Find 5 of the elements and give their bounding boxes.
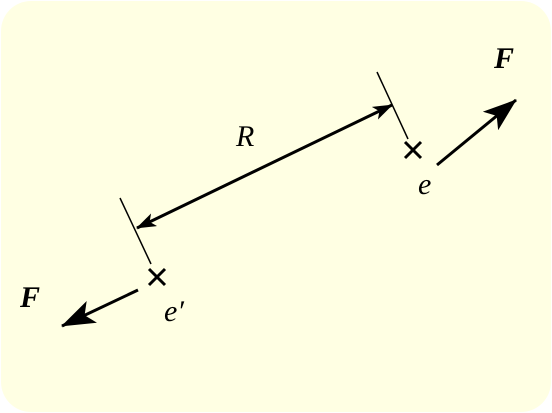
distance-label: R (236, 122, 254, 152)
charge-label: e (418, 170, 432, 200)
force-label: F (494, 44, 514, 74)
force-label: F (20, 283, 40, 313)
charge-label: e′ (164, 297, 184, 327)
